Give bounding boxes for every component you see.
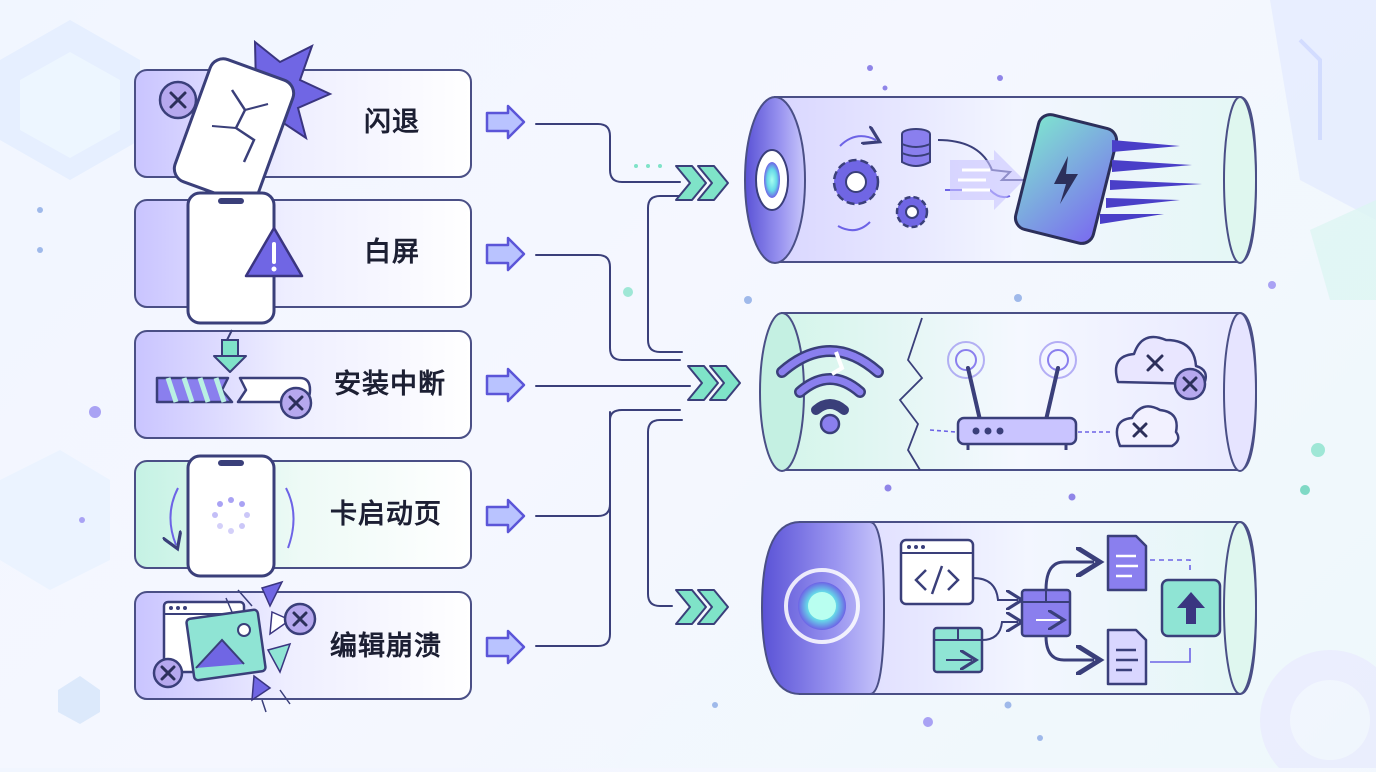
- card-output-arrows: [485, 104, 526, 665]
- broken-phone-icon: [158, 39, 333, 205]
- problem-card-stuck-splash: [134, 454, 472, 578]
- decorative-dots: [37, 65, 1325, 741]
- problem-card-install-interrupted: [134, 329, 472, 439]
- broken-network-icon: [776, 317, 1207, 471]
- loading-phone-icon: [170, 454, 295, 578]
- problem-label-stuck-splash: 卡启动页: [330, 499, 442, 530]
- problem-card-white-screen: [134, 191, 472, 325]
- problem-label-edit-crash: 编辑崩溃: [330, 631, 442, 662]
- solution-pipe-2: [759, 312, 1258, 472]
- problem-label-install-interrupted: 安装中断: [334, 369, 446, 400]
- file-package-flow-icon: [899, 534, 1222, 686]
- solution-pipe-3: [760, 521, 1258, 695]
- chevron-arrows: [634, 164, 741, 625]
- problem-label-white-screen: 白屏: [364, 237, 420, 268]
- interrupted-progress-icon: [155, 329, 313, 420]
- gears-database-phone-icon: [832, 113, 1202, 245]
- solution-pipe-1: [744, 96, 1258, 264]
- problem-card-crash: [134, 39, 472, 205]
- connector-lines: [535, 123, 691, 647]
- warning-phone-icon: [186, 191, 304, 325]
- problem-label-crash: 闪退: [364, 107, 420, 138]
- problem-card-edit-crash: [134, 580, 472, 713]
- shattered-image-icon: [152, 580, 317, 713]
